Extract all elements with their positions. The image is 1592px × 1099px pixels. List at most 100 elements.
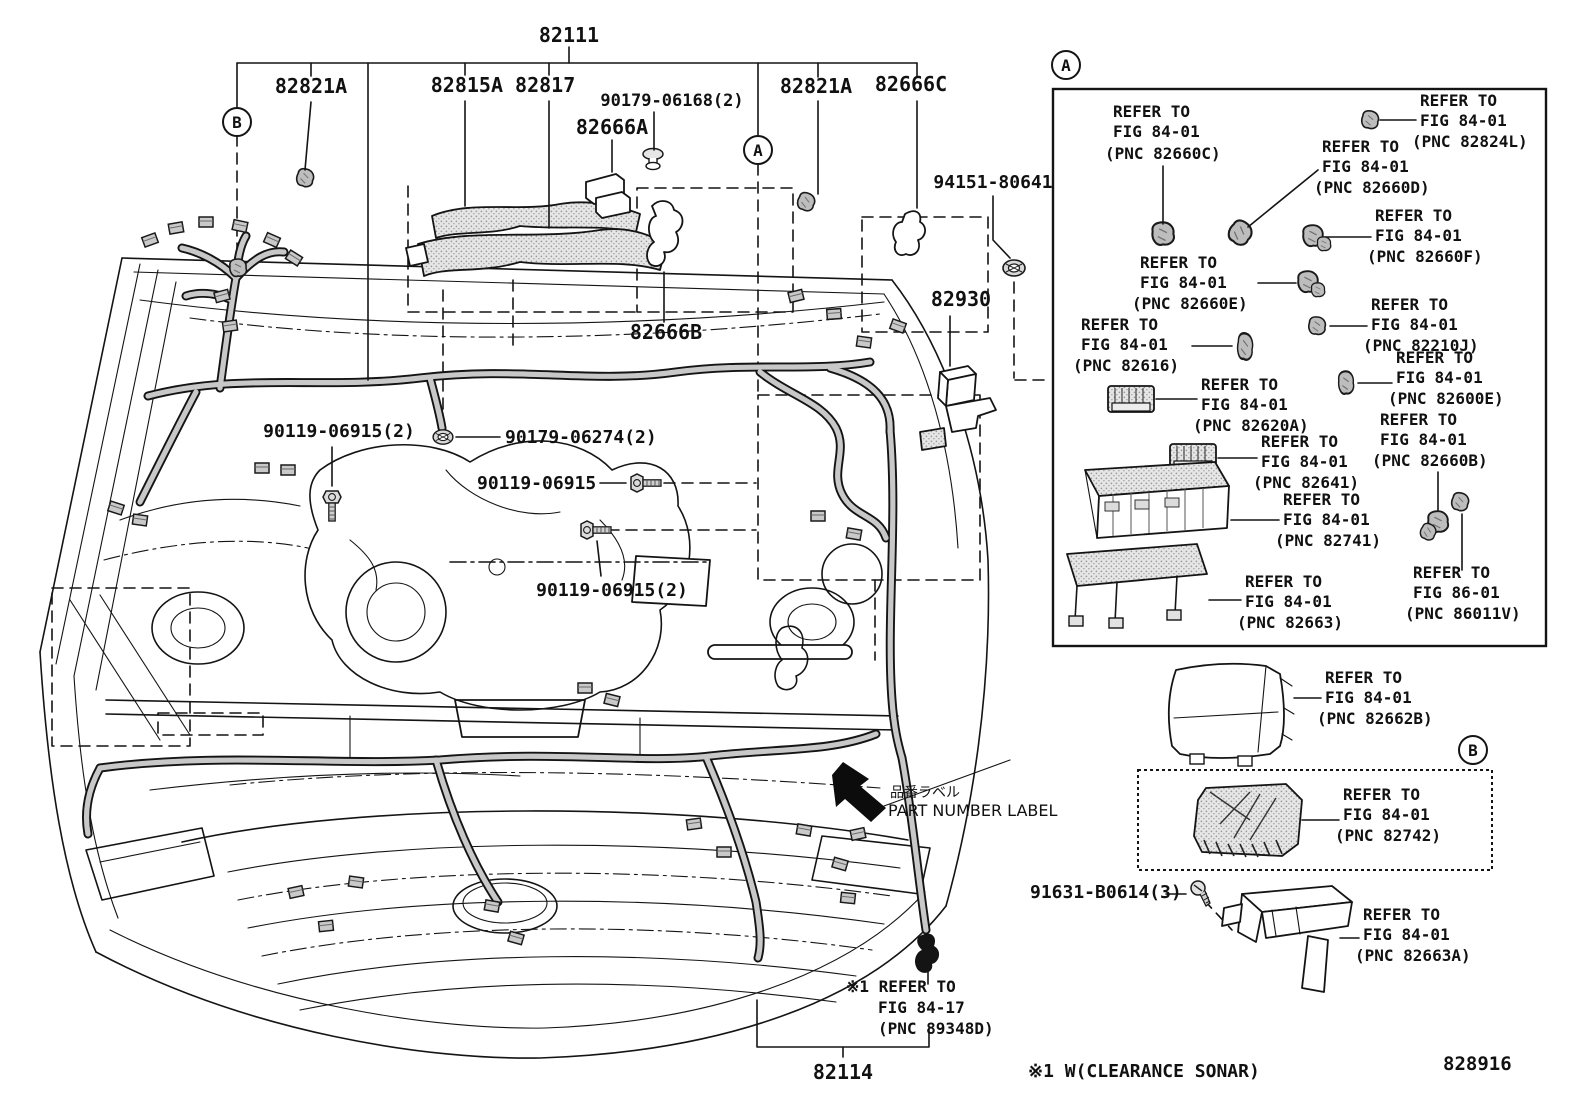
bracket-82666c-icon: [892, 210, 926, 256]
callout-82663a-line3: (PNC 82663A): [1355, 946, 1471, 965]
callout-82641-line2: FIG 84-01: [1261, 452, 1348, 471]
panel-b-letter: B: [1468, 741, 1478, 760]
callout-82620a-line3: (PNC 82620A): [1193, 416, 1309, 435]
callout-82663a-line2: FIG 84-01: [1363, 925, 1450, 944]
fusebox-82741-icon: [1084, 461, 1230, 539]
callout-86011v-line1: REFER TO: [1413, 563, 1490, 582]
leader-lines: [236, 46, 1187, 1058]
callout-82660f-line3: (PNC 82660F): [1367, 247, 1483, 266]
detail-panel-a: REFER TO FIG 84-01 (PNC 82660C) REFER TO…: [1051, 87, 1548, 648]
bracket-82663a-group: REFER TO FIG 84-01 (PNC 82663A): [1190, 880, 1471, 993]
callout-82824l-line1: REFER TO: [1420, 91, 1497, 110]
callout-82663-line2: FIG 84-01: [1245, 592, 1332, 611]
main-part-icons: [229, 147, 1026, 973]
bracket-82666b-icon: [646, 200, 684, 267]
callout-82660e-line1: REFER TO: [1140, 253, 1217, 272]
part-label-82666a: 82666A: [576, 115, 648, 139]
callout-86011v-line3: (PNC 86011V): [1405, 604, 1521, 623]
clip-89348d-icon: [915, 933, 940, 973]
callout-89348d: ※1 REFER TO FIG 84-17 (PNC 89348D): [846, 977, 994, 1038]
callout-82660c-line1: REFER TO: [1113, 102, 1190, 121]
clip-82821a-right-icon: [794, 189, 819, 214]
callout-82600e-line3: (PNC 82600E): [1388, 389, 1504, 408]
view-b-circle: [222, 107, 252, 137]
bolt-90119-bottom-icon: [580, 520, 612, 540]
bolt-90119-mid-icon: [630, 473, 662, 493]
view-markers: B A A B: [222, 50, 1488, 765]
cover-82662b-icon: [1167, 662, 1295, 767]
part-label-90119-06915-bottom: 90119-06915(2): [536, 580, 688, 601]
callout-86011v-line2: FIG 86-01: [1413, 583, 1500, 602]
part-label-82666c: 82666C: [875, 72, 947, 96]
panel-b-circle: [1458, 735, 1488, 765]
callout-82210j-line1: REFER TO: [1371, 295, 1448, 314]
panel-a-letter: A: [1061, 56, 1071, 75]
callout-82660f-line1: REFER TO: [1375, 206, 1452, 225]
callout-82660c-line2: FIG 84-01: [1113, 122, 1200, 141]
bracket-82663-icon: [1066, 543, 1208, 629]
callout-89348d-line2: FIG 84-17: [878, 998, 965, 1017]
part-label-82114: 82114: [813, 1060, 873, 1084]
grommet-94151-icon: [1002, 259, 1026, 277]
callout-82620a-line2: FIG 84-01: [1201, 395, 1288, 414]
callout-82660f-line2: FIG 84-01: [1375, 226, 1462, 245]
screw-90179-06168-icon: [642, 147, 664, 171]
pointer-arrow: [832, 762, 886, 822]
callout-82660e-line2: FIG 84-01: [1140, 273, 1227, 292]
part-label-82821a-left: 82821A: [275, 74, 347, 98]
part-label-90119-06915-left: 90119-06915(2): [263, 421, 415, 442]
wiring-harness: [82, 231, 931, 963]
view-a-letter: A: [753, 141, 763, 160]
block-82742-group: REFER TO FIG 84-01 (PNC 82742): [1137, 769, 1493, 871]
callout-82662b-line3: (PNC 82662B): [1317, 709, 1433, 728]
callout-82663-line3: (PNC 82663): [1237, 613, 1343, 632]
callout-82663a-line1: REFER TO: [1363, 905, 1440, 924]
callout-82641-line3: (PNC 82641): [1253, 473, 1359, 492]
callout-82620a-line1: REFER TO: [1201, 375, 1278, 394]
callout-82641-line1: REFER TO: [1261, 432, 1338, 451]
callout-82210j-line3: (PNC 82210J): [1363, 336, 1479, 355]
bracket-82666a-icon: [585, 173, 631, 219]
relay-82930-icon: [919, 365, 997, 451]
panel-a-leaders: [1155, 119, 1463, 601]
callout-82616-line3: (PNC 82616): [1073, 356, 1179, 375]
footnote-clearance-sonar: ※1 W(CLEARANCE SONAR): [1028, 1061, 1260, 1082]
part-labels: 82111 82821A 82815A 82817 90179-06168(2)…: [263, 23, 1512, 1084]
part-label-90179-06168: 90179-06168(2): [600, 91, 743, 111]
part-label-91631-b0614: 91631-B0614(3): [1030, 882, 1182, 903]
part-number-label-jp: 品番ラベル: [890, 785, 960, 801]
connector-82620a-icon: [1107, 385, 1155, 413]
part-label-90119-06915-mid: 90119-06915: [477, 473, 596, 494]
callout-82660d-line1: REFER TO: [1322, 137, 1399, 156]
panel-a-callouts: REFER TO FIG 84-01 (PNC 82660C) REFER TO…: [1073, 91, 1528, 632]
part-label-94151-80641: 94151-80641: [933, 172, 1052, 193]
cover-82662b-group: REFER TO FIG 84-01 (PNC 82662B): [1167, 662, 1433, 767]
callout-82741-line3: (PNC 82741): [1275, 531, 1381, 550]
callout-82662b-line1: REFER TO: [1325, 668, 1402, 687]
panel-a-circle: [1051, 50, 1081, 80]
harness-connectors: [107, 216, 908, 946]
callout-89348d-line3: (PNC 89348D): [878, 1019, 994, 1038]
part-number-label-en: PART NUMBER LABEL: [888, 801, 1057, 820]
callout-82600e-line2: FIG 84-01: [1396, 368, 1483, 387]
callout-82210j-line2: FIG 84-01: [1371, 315, 1458, 334]
callout-82662b-line2: FIG 84-01: [1325, 688, 1412, 707]
part-label-82930: 82930: [931, 287, 991, 311]
callout-82660b-line2: FIG 84-01: [1380, 430, 1467, 449]
callout-82660c-line3: (PNC 82660C): [1105, 144, 1221, 163]
screw-91631-icon: [1190, 880, 1211, 907]
construction-dashed-lines: [51, 134, 1233, 931]
callout-82742-line3: (PNC 82742): [1335, 826, 1441, 845]
view-b-letter: B: [232, 113, 242, 132]
grommet-90179-06274-icon: [432, 429, 454, 445]
callout-82616-line1: REFER TO: [1081, 315, 1158, 334]
callout-82824l-line3: (PNC 82824L): [1412, 132, 1528, 151]
part-label-82821a-right: 82821A: [780, 74, 852, 98]
block-82742-icon: [1193, 783, 1303, 858]
callout-82742-line2: FIG 84-01: [1343, 805, 1430, 824]
callout-82824l-line2: FIG 84-01: [1420, 111, 1507, 130]
part-label-82815a-82817: 82815A 82817: [431, 73, 576, 97]
callout-82660b-line1: REFER TO: [1380, 410, 1457, 429]
callout-82742-line1: REFER TO: [1343, 785, 1420, 804]
